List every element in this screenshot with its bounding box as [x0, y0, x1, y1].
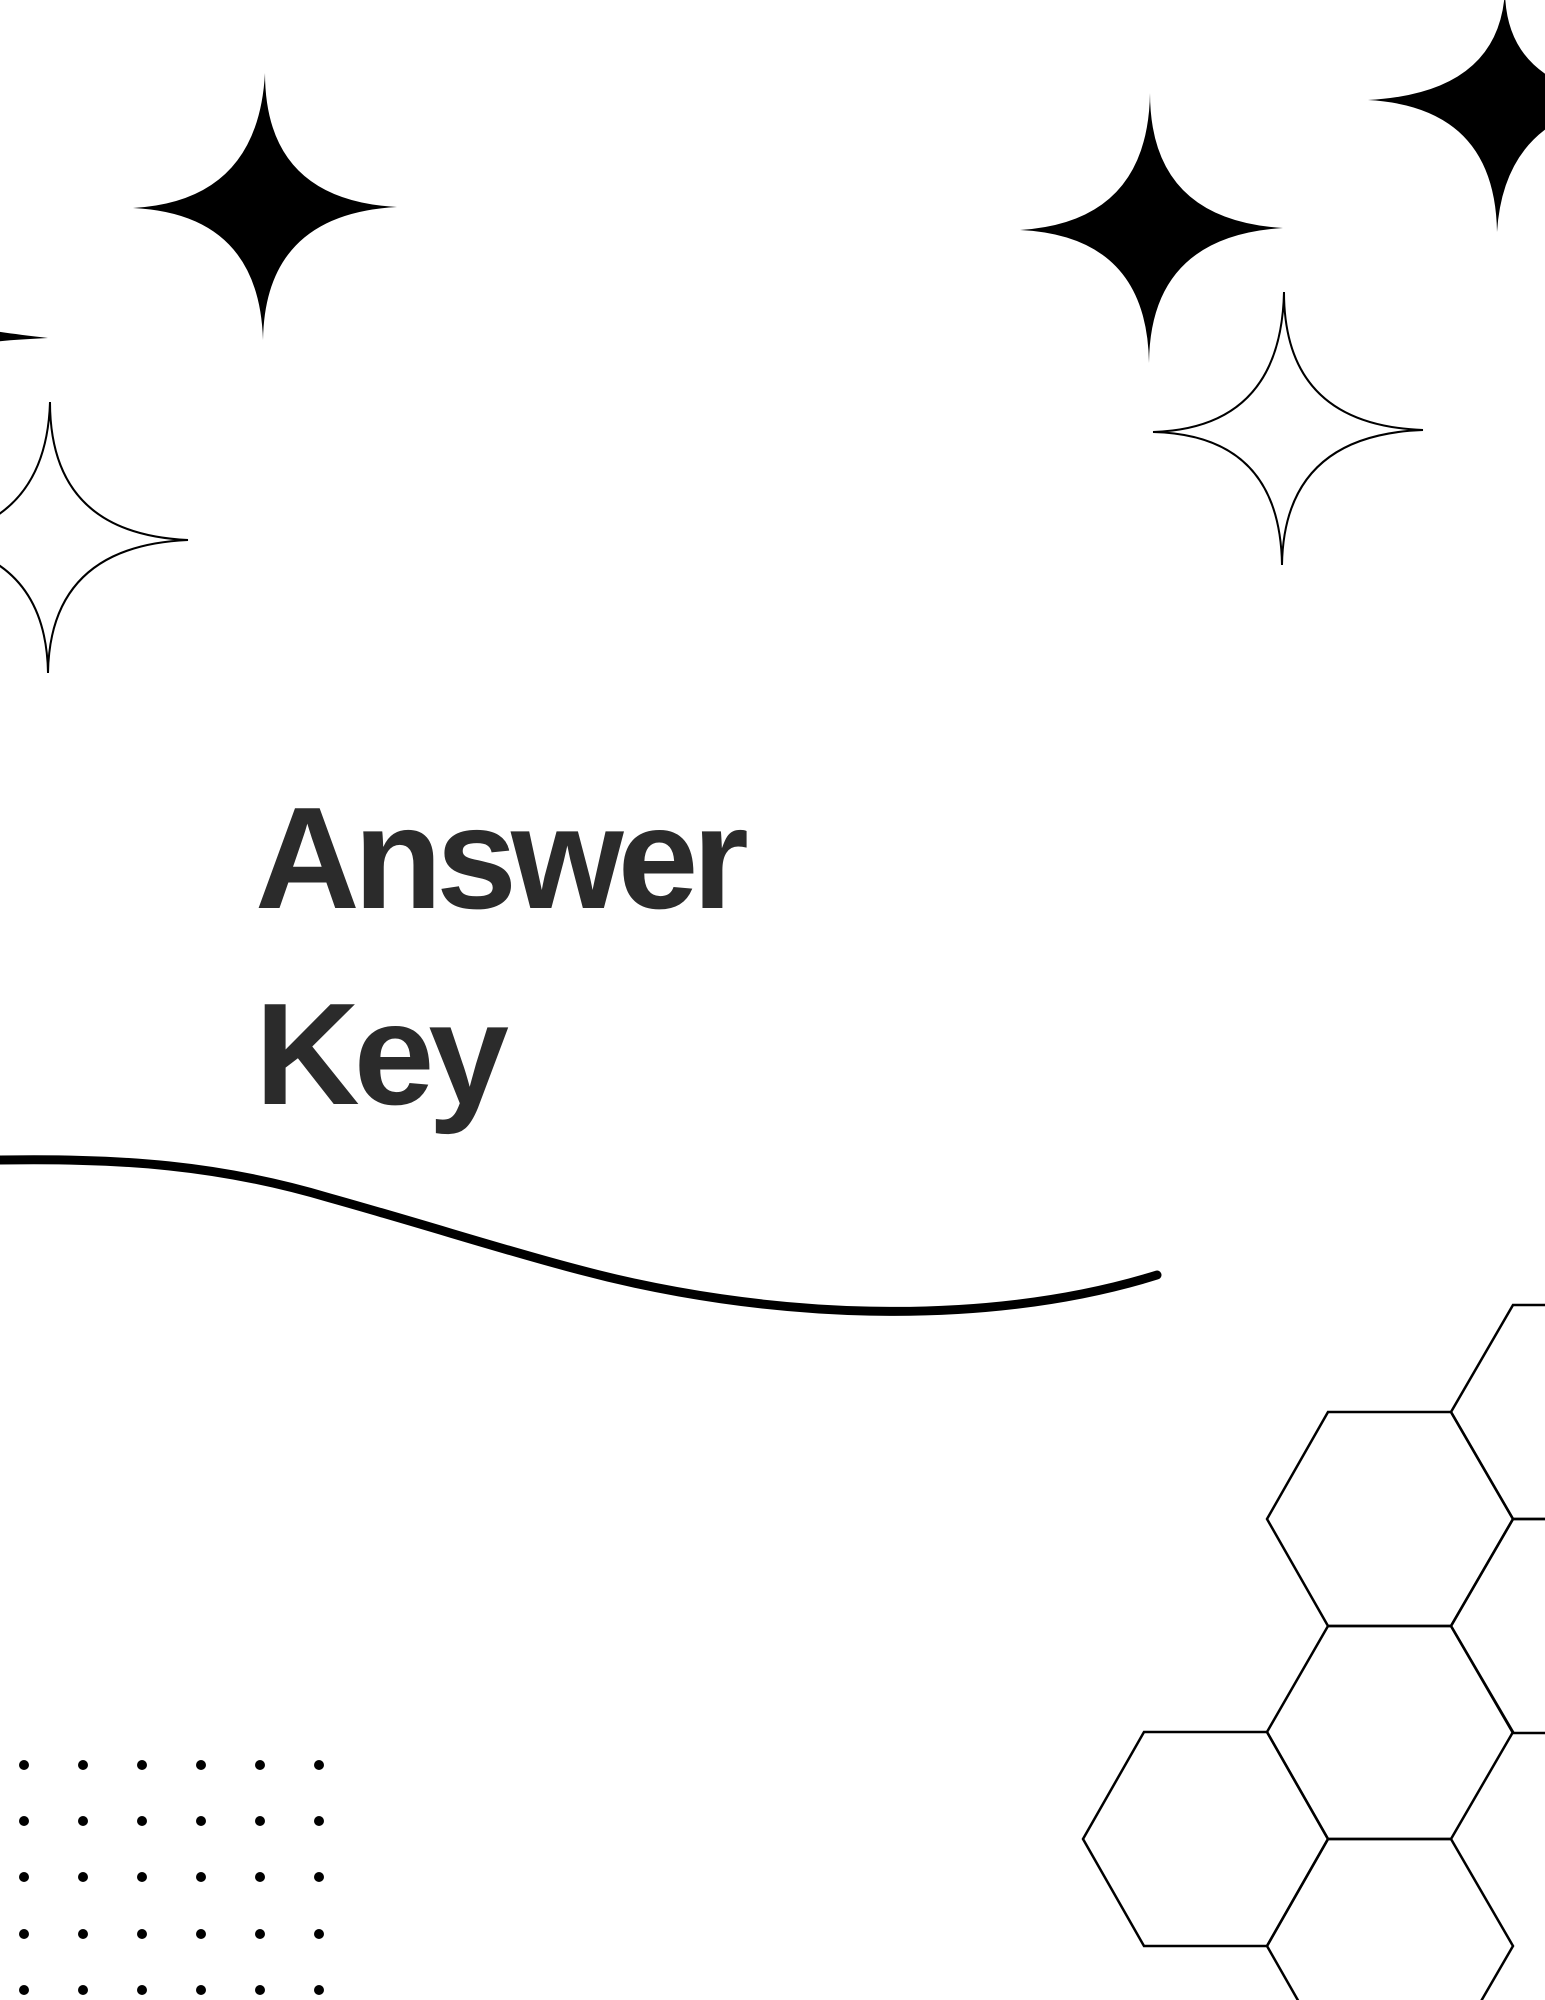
dot — [314, 1872, 324, 1882]
title-line-2: Key — [255, 973, 509, 1135]
dot — [196, 1816, 206, 1826]
dot — [255, 1985, 265, 1995]
title-line-1: Answer — [255, 777, 749, 939]
sparkle-star-solid-icon — [0, 331, 48, 342]
dot — [19, 1760, 29, 1770]
hexagon-outline-icon — [1265, 1410, 1515, 1628]
dot — [137, 1872, 147, 1882]
dot — [196, 1985, 206, 1995]
dot — [196, 1929, 206, 1939]
dot — [314, 1985, 324, 1995]
dot — [314, 1816, 324, 1826]
hexagon-outline-icon — [1081, 1730, 1330, 1948]
dot — [78, 1872, 88, 1882]
dot — [78, 1816, 88, 1826]
swoosh-line — [0, 1155, 1162, 1316]
dot — [314, 1929, 324, 1939]
dot — [19, 1985, 29, 1995]
dot — [78, 1929, 88, 1939]
dot-grid-pattern — [19, 1760, 324, 1995]
dot — [19, 1816, 29, 1826]
dot — [255, 1929, 265, 1939]
sparkle-star-outline-icon — [1152, 291, 1424, 566]
hexagon-cluster — [1081, 1303, 1545, 2000]
dot — [137, 1929, 147, 1939]
dot — [196, 1760, 206, 1770]
dot — [19, 1872, 29, 1882]
sparkle-star-outline-icon — [0, 401, 189, 674]
dot — [255, 1816, 265, 1826]
dot — [78, 1760, 88, 1770]
page-title: Answer Key — [255, 760, 749, 1152]
dot — [137, 1760, 147, 1770]
dot — [255, 1872, 265, 1882]
dot — [196, 1872, 206, 1882]
hexagon-outline-icon — [1449, 1517, 1545, 1735]
dot — [255, 1760, 265, 1770]
hexagon-outline-icon — [1449, 1303, 1545, 1521]
dot — [137, 1816, 147, 1826]
dot — [314, 1760, 324, 1770]
sparkle-star-solid-icon — [1020, 93, 1283, 363]
sparkle-star-solid-icon — [133, 73, 397, 340]
dot — [19, 1929, 29, 1939]
sparkle-star-solid-icon — [1368, 0, 1545, 232]
hexagon-outline-icon — [1265, 1624, 1515, 1841]
dot — [78, 1985, 88, 1995]
hexagon-outline-icon — [1265, 1837, 1515, 2000]
dot — [137, 1985, 147, 1995]
